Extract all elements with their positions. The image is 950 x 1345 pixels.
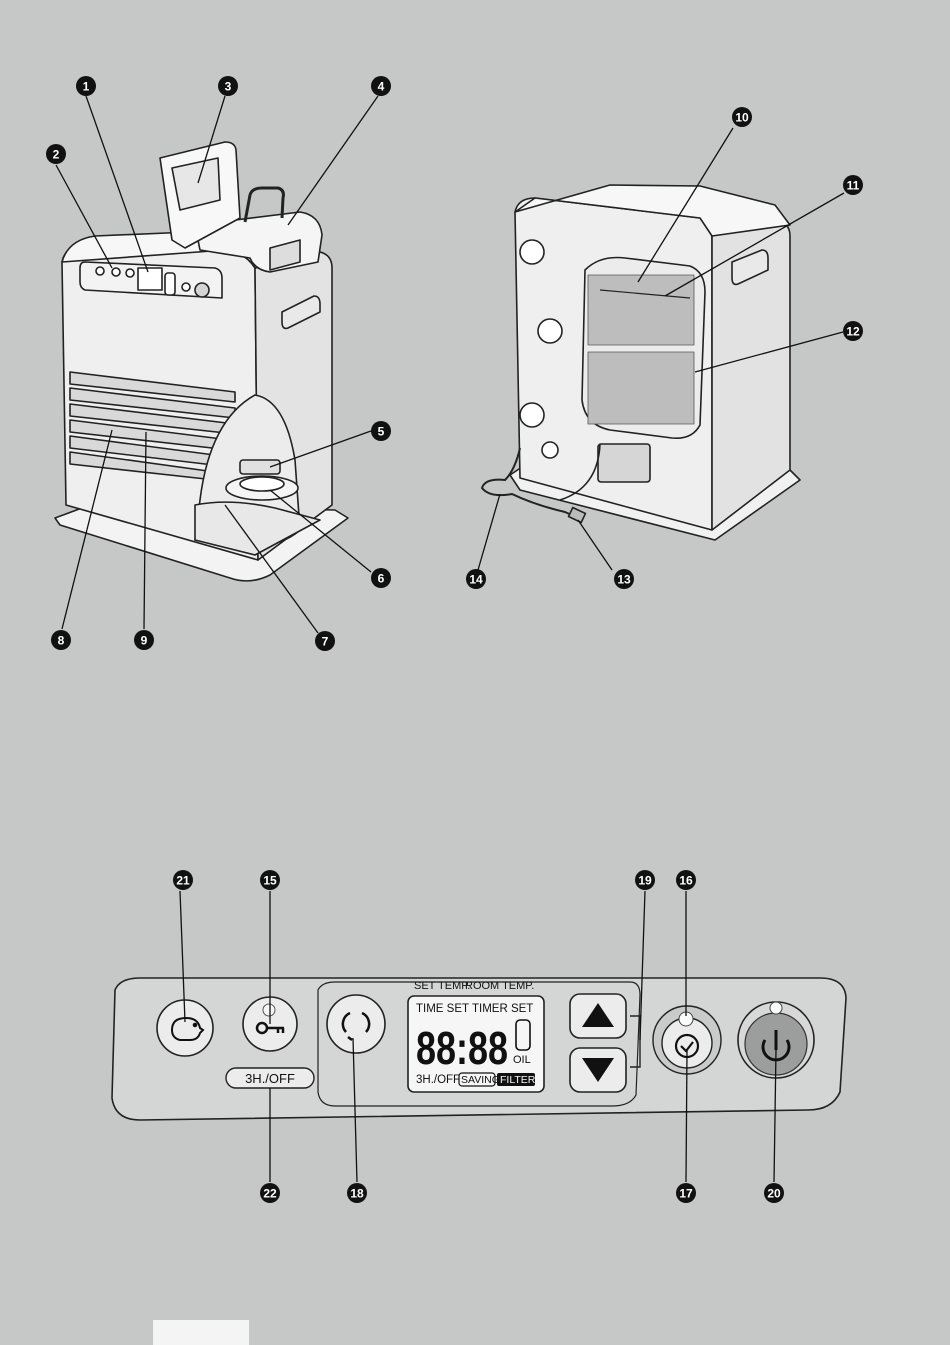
svg-text:3: 3 [225,80,232,94]
saving-button[interactable] [156,999,214,1057]
lcd-digits: 88:88 [416,1022,508,1074]
svg-text:22: 22 [263,1187,277,1201]
callout-7: 7 [315,631,335,651]
timer-label: 3H./OFF [245,1071,295,1086]
triangle-down-icon [582,1058,614,1082]
callout-8: 8 [51,630,71,650]
lcd-filter-badge [497,1073,535,1086]
svg-text:10: 10 [735,111,749,125]
piggy-bank-icon [170,1016,205,1041]
svg-text:13: 13 [617,573,631,587]
callout-2: 2 [46,144,66,164]
footer-strip [153,1320,249,1345]
callout-14: 14 [466,569,486,589]
key-icon [255,1021,285,1035]
power-indicator-lamp [769,1001,783,1015]
callout-11: 11 [843,175,863,195]
callout-20: 20 [764,1183,784,1203]
svg-text:14: 14 [469,573,483,587]
svg-text:2: 2 [53,148,60,162]
svg-text:11: 11 [847,179,860,193]
callout-21: 21 [173,870,193,890]
callout-19: 19 [635,870,655,890]
up-down-bracket [630,1015,641,1068]
leader-lines [55,95,845,1183]
callout-15: 15 [260,870,280,890]
heater-rear-view [481,184,801,541]
svg-text:12: 12 [846,325,860,339]
temp-up-button[interactable] [569,993,627,1039]
svg-text:6: 6 [378,572,385,586]
lcd-oil: OIL [513,1054,531,1066]
callout-markers: 1 2 3 4 5 6 7 8 9 10 11 12 13 14 15 16 1… [46,76,863,1203]
svg-text:15: 15 [263,874,277,888]
callout-16: 16 [676,870,696,890]
svg-text:20: 20 [767,1187,781,1201]
svg-text:1: 1 [83,80,90,94]
triangle-up-icon [582,1003,614,1027]
temp-down-button[interactable] [569,1047,627,1093]
lcd-filter: FILTER [500,1074,536,1086]
callout-10: 10 [732,107,752,127]
callout-17: 17 [676,1183,696,1203]
lcd-header-room-temp: ROOM TEMP. [465,980,534,992]
svg-text:17: 17 [679,1187,693,1201]
lcd-time-set: TIME SET [416,1003,469,1015]
timer-label-box: 3H./OFF [225,1067,315,1089]
callout-4: 4 [371,76,391,96]
svg-text:21: 21 [176,874,190,888]
svg-text:5: 5 [378,425,385,439]
lcd-saving-frame [458,1072,496,1087]
heater-front-view [54,141,349,582]
lcd-3h-off: 3H./OFF [416,1074,460,1086]
circular-arrows-icon [341,1011,371,1041]
svg-text:19: 19 [638,874,652,888]
callout-5: 5 [371,421,391,441]
svg-text:18: 18 [350,1187,364,1201]
callout-22: 22 [260,1183,280,1203]
lcd-header-set-temp: SET TEMP. [414,980,470,992]
callout-18: 18 [347,1183,367,1203]
callout-6: 6 [371,568,391,588]
mode-button[interactable] [326,994,386,1054]
callout-12: 12 [843,321,863,341]
svg-text:16: 16 [679,874,693,888]
svg-text:8: 8 [58,634,65,648]
svg-text:4: 4 [378,80,385,94]
lcd-timer-set: TIMER SET [472,1003,533,1015]
callout-9: 9 [134,630,154,650]
lcd-display: TIME SET TIMER SET 88:88 OIL 3H./OFF SAV… [407,995,545,1093]
oil-gauge-icon [515,1019,531,1051]
control-panel: 3H./OFF SET TEMP. ROOM TEMP. TIME SET TI… [111,977,847,1121]
svg-text:7: 7 [322,635,329,649]
timer-button[interactable] [652,1005,722,1075]
lcd-saving: SAVING [461,1074,500,1086]
callout-3: 3 [218,76,238,96]
callout-1: 1 [76,76,96,96]
callout-13: 13 [614,569,634,589]
svg-text:9: 9 [141,634,148,648]
